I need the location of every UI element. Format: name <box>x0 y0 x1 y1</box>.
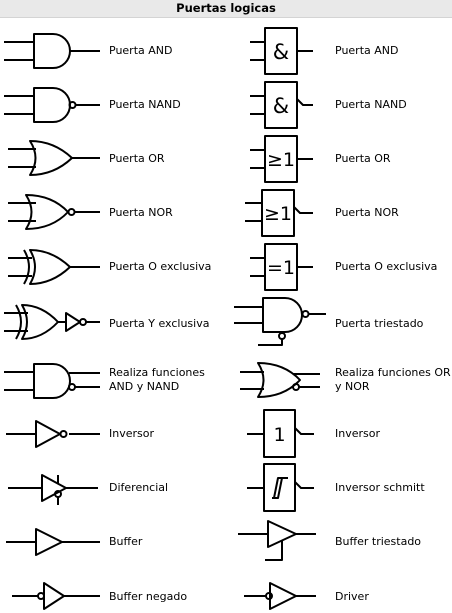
negated-buffer-icon <box>12 582 100 610</box>
label-or-nor-right: Realiza funciones OR y NOR <box>335 366 451 393</box>
inverter-icon <box>6 420 100 448</box>
iec-xor-gate-icon: =1 <box>250 243 313 291</box>
iec-inverter-icon: 1 <box>247 409 314 458</box>
label-negated-buffer: Buffer negado <box>109 590 188 603</box>
gate-symbol-text: =1 <box>267 257 295 279</box>
iec-and-gate-icon: & <box>250 27 313 75</box>
tristate-gate-icon <box>234 297 326 346</box>
nor-gate-icon <box>8 194 100 230</box>
xor-gate-icon <box>8 249 100 285</box>
label-or-left: Puerta OR <box>109 152 165 165</box>
gate-symbol-text: 1 <box>273 424 285 446</box>
gate-symbol-text: & <box>273 40 289 64</box>
label-and-nand-left: Realiza funciones AND y NAND <box>109 366 205 393</box>
differential-icon <box>8 474 98 505</box>
label-or-right: Puerta OR <box>335 152 391 165</box>
label-nand-left: Puerta NAND <box>109 98 181 111</box>
nand-gate-icon <box>4 87 100 123</box>
tristate-buffer-icon <box>238 520 316 561</box>
label-and-left: Puerta AND <box>109 44 173 57</box>
label-and-right: Puerta AND <box>335 44 399 57</box>
label-nand-right: Puerta NAND <box>335 98 407 111</box>
or-gate-icon <box>8 140 100 176</box>
label-xor-left: Puerta O exclusiva <box>109 260 212 273</box>
driver-icon <box>244 582 316 610</box>
and-gate-icon <box>4 33 100 69</box>
iec-nor-gate-icon: ≥1 <box>245 189 313 237</box>
schmitt-inverter-icon <box>247 463 314 512</box>
xnor-gate-icon <box>4 304 100 340</box>
gate-symbol-text: ≥1 <box>267 149 295 171</box>
label-tristate-buffer: Buffer triestado <box>335 535 422 548</box>
label-xor-right: Puerta O exclusiva <box>335 260 438 273</box>
and-nand-gate-icon <box>4 363 100 399</box>
buffer-icon <box>6 528 100 556</box>
label-nor-right: Puerta NOR <box>335 206 399 219</box>
gate-symbol-text: & <box>273 94 289 118</box>
label-differential: Diferencial <box>109 481 169 494</box>
iec-or-gate-icon: ≥1 <box>250 135 313 183</box>
page-title: Puertas logicas <box>0 0 452 18</box>
gate-symbol-text: ≥1 <box>264 203 292 225</box>
label-xnor-left: Puerta Y exclusiva <box>109 317 210 330</box>
label-inverter-right: Inversor <box>335 427 380 440</box>
label-nor-left: Puerta NOR <box>109 206 173 219</box>
iec-nand-gate-icon: & <box>250 81 313 129</box>
label-schmitt-inverter: Inversor schmitt <box>335 481 425 494</box>
label-driver: Driver <box>335 590 369 603</box>
label-tristate-gate: Puerta triestado <box>335 317 424 330</box>
or-nor-gate-icon <box>240 362 320 398</box>
label-inverter-left: Inversor <box>109 427 154 440</box>
label-buffer: Buffer <box>109 535 143 548</box>
